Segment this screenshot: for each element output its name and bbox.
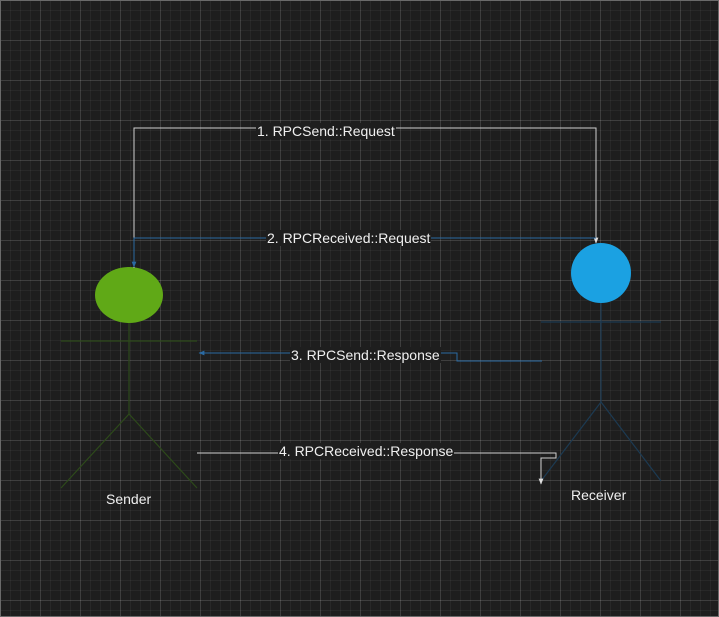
sender-left-leg bbox=[60, 413, 130, 489]
message-1-label: 1. RPCSend::Request bbox=[256, 123, 396, 139]
receiver-label: Receiver bbox=[571, 487, 627, 503]
sender-head bbox=[95, 267, 163, 323]
receiver-right-leg bbox=[600, 401, 662, 482]
sender-right-leg bbox=[128, 413, 198, 489]
message-4-label: 4. RPCReceived::Response bbox=[278, 443, 455, 459]
sender-label: Sender bbox=[106, 491, 152, 507]
message-1-arrow[interactable] bbox=[133, 127, 599, 268]
receiver-head bbox=[571, 243, 631, 303]
message-2-label: 2. RPCReceived::Request bbox=[266, 230, 432, 246]
sender-actor[interactable] bbox=[60, 267, 198, 489]
receiver-actor[interactable] bbox=[540, 243, 662, 482]
receiver-left-leg bbox=[540, 401, 602, 482]
message-2-arrow[interactable] bbox=[131, 237, 596, 268]
message-3-label: 3. RPCSend::Response bbox=[290, 347, 441, 363]
